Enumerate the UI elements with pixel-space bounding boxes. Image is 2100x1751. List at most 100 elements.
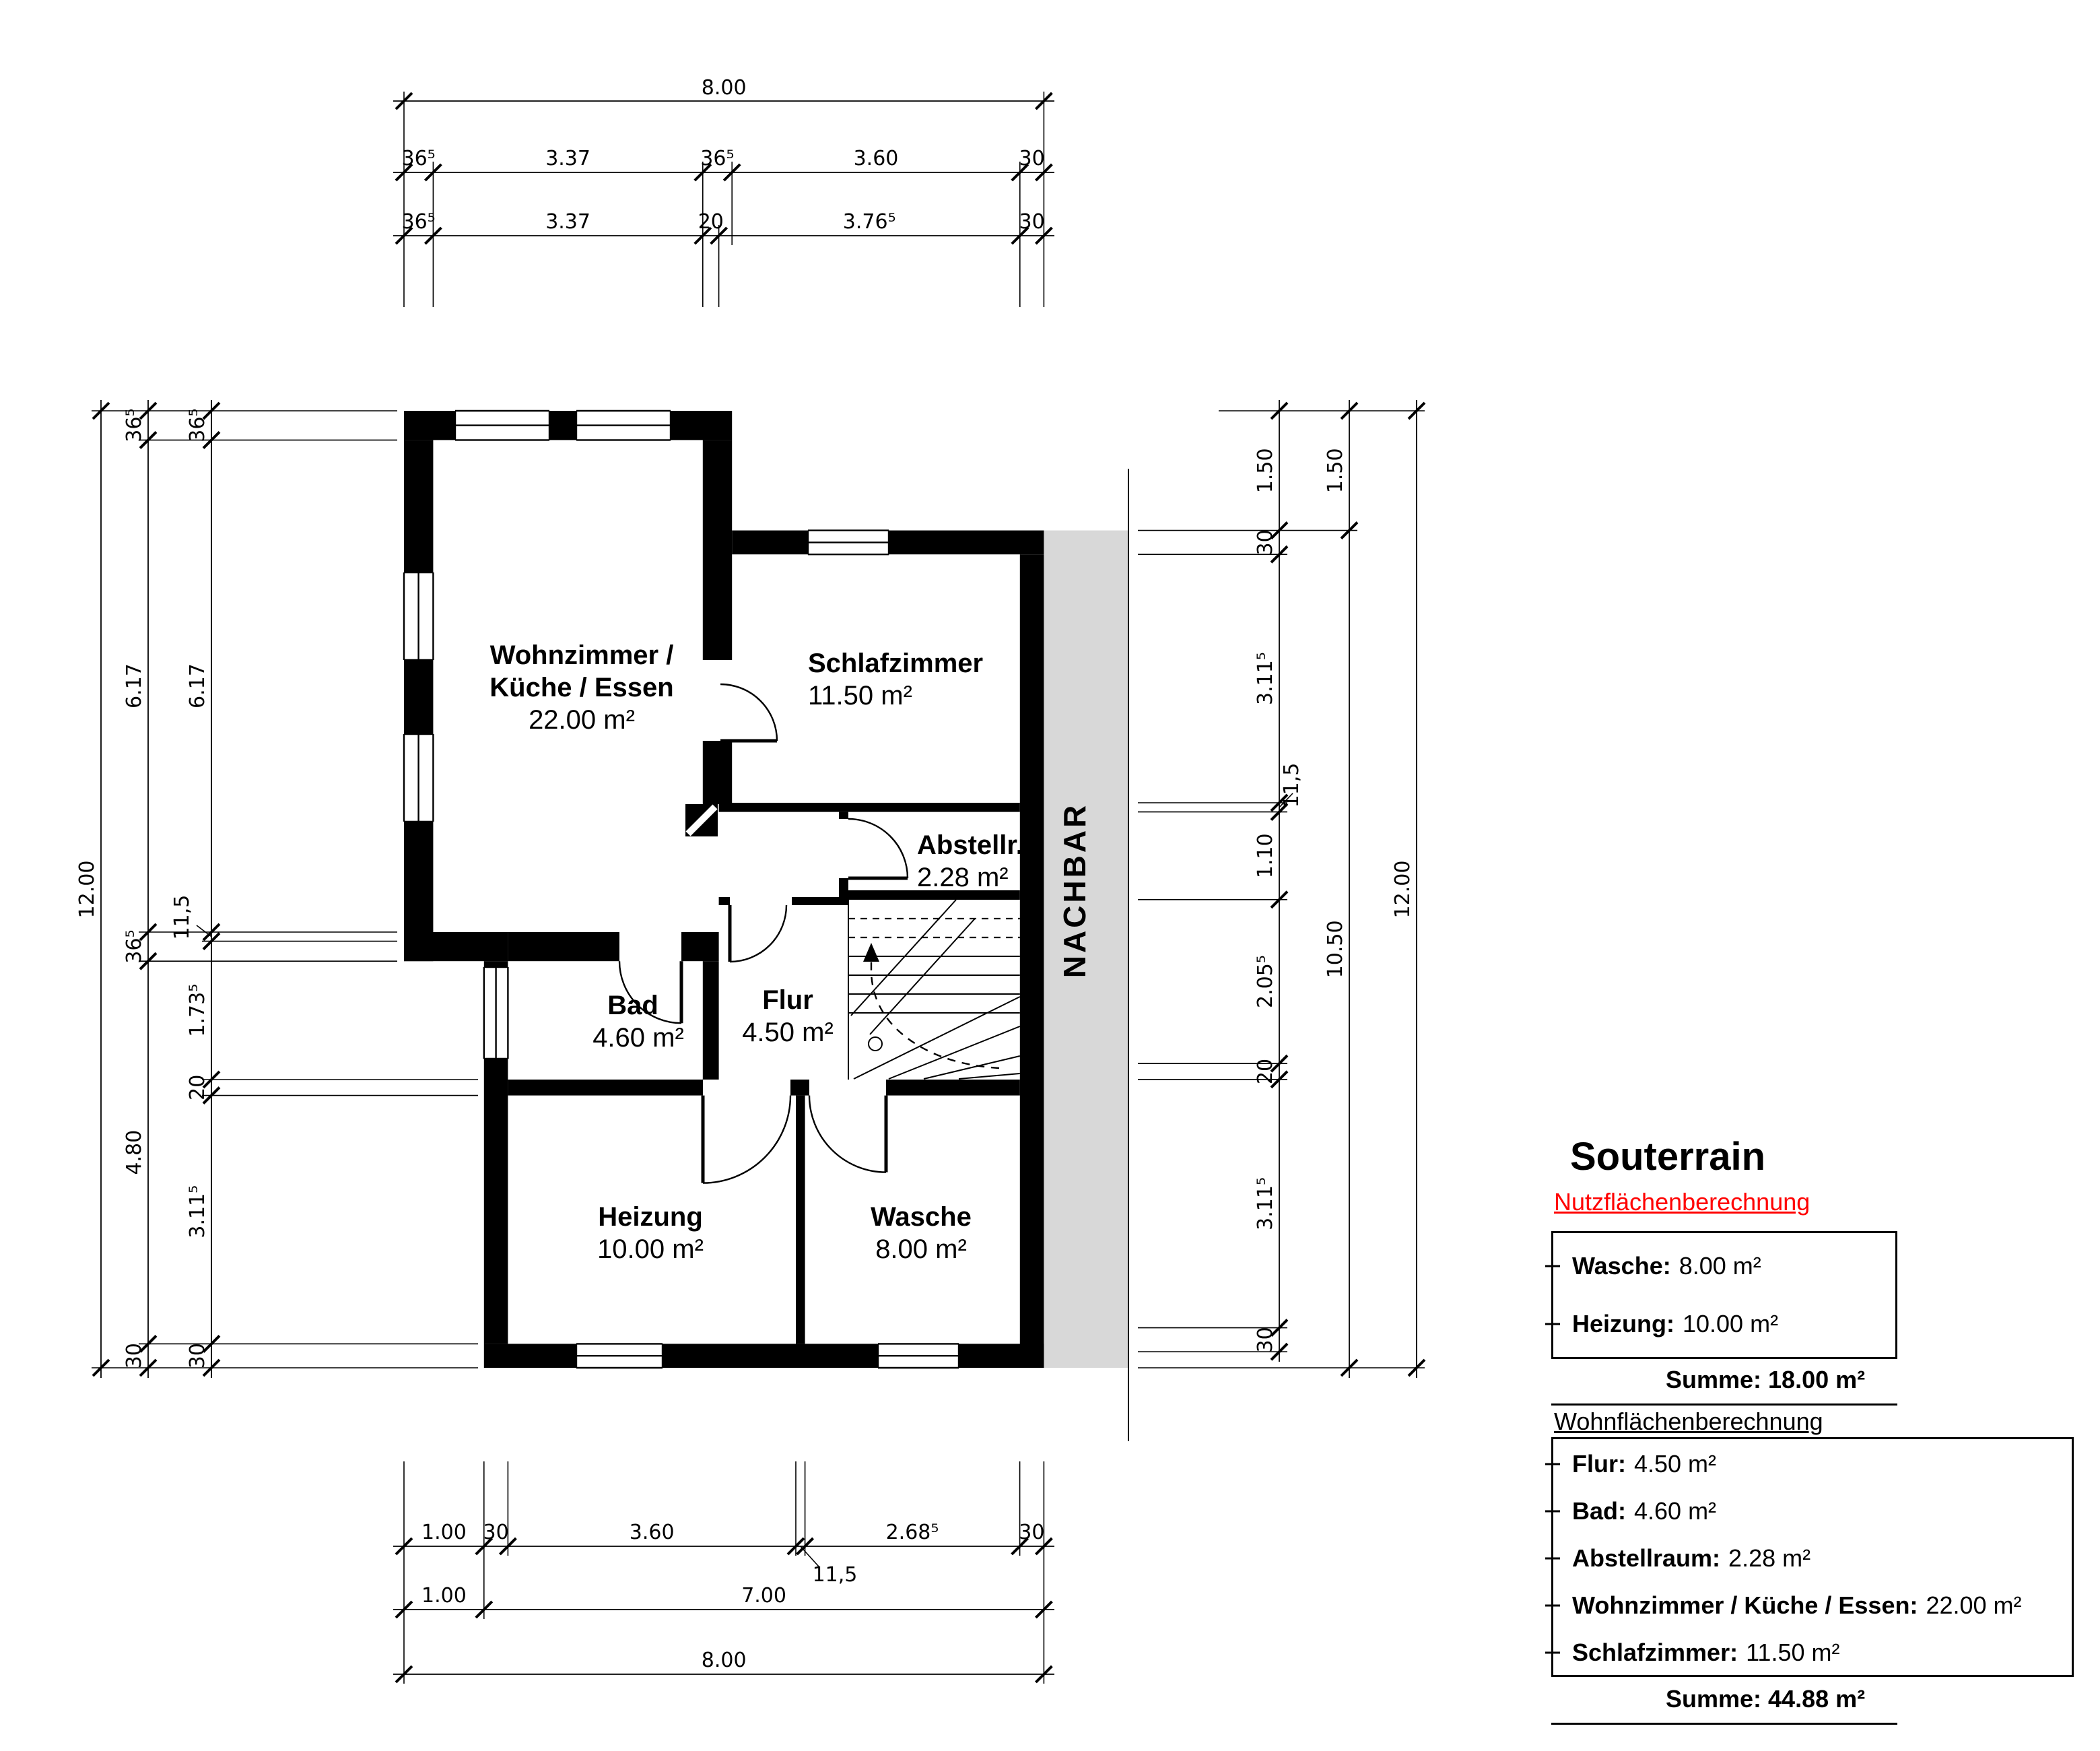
item-tick-mark <box>1545 1651 1560 1654</box>
ticks-right-total <box>1407 401 1426 1377</box>
room-label-wohnzimmer-line2: Küche / Essen <box>489 673 673 702</box>
dim-label: 30 <box>186 1343 209 1368</box>
dim-label: 6.17 <box>123 663 146 708</box>
ticks-top-row2 <box>395 226 1053 245</box>
dim-label: 3.76⁵ <box>843 210 896 234</box>
nachbar-label: NACHBAR <box>1057 803 1092 979</box>
legend-item-row: Wasche: 8.00 m² <box>1545 1237 1895 1295</box>
item-tick-mark <box>1545 1323 1560 1325</box>
dim-label: 8.00 <box>702 1649 747 1672</box>
wohnflaeche-summe: Summe: 44.88 m² <box>1551 1685 1897 1725</box>
window-wasche <box>877 1343 960 1369</box>
dim-label: 10.50 <box>1324 920 1347 978</box>
stair-start-circle <box>868 1036 883 1051</box>
item-tick-mark <box>1545 1557 1560 1560</box>
chimney-icon <box>685 804 718 836</box>
item-tick-mark <box>1545 1604 1560 1607</box>
dim-label: 3.11⁵ <box>1254 652 1277 705</box>
dimension-labels-left: 12.00 36⁵ 6.17 36⁵ 4.80 30 36⁵ 6.17 11,5… <box>75 408 209 1368</box>
doors <box>618 683 909 1184</box>
dimension-lines <box>100 100 1417 1675</box>
ticks-left-total <box>92 401 110 1377</box>
dim-label: 30 <box>1019 147 1045 170</box>
room-label-wasche: Wasche <box>871 1202 972 1232</box>
item-value: 8.00 m² <box>1679 1252 1761 1280</box>
dim-label: 30 <box>1254 1327 1277 1352</box>
ticks-top-total <box>395 92 1053 110</box>
interior-walls <box>508 440 1020 1344</box>
dim-label: 3.11⁵ <box>1254 1177 1277 1230</box>
room-area-schlafzimmer: 11.50 m² <box>808 681 912 711</box>
staircase <box>848 899 1021 1080</box>
ext-bottom <box>403 1461 1045 1684</box>
dim-label: 3.37 <box>545 147 590 170</box>
item-label: Wasche: <box>1572 1252 1671 1280</box>
dim-label: 36⁵ <box>700 147 734 170</box>
nachbar-area: NACHBAR <box>1044 469 1129 1441</box>
dim-label: 3.11⁵ <box>186 1185 209 1238</box>
dim-label: 11,5 <box>813 1563 858 1587</box>
window-wohnzimmer-left-1 <box>403 571 434 661</box>
item-label: Flur: <box>1572 1450 1626 1478</box>
dim-label: 1.00 <box>421 1521 467 1544</box>
room-label-schlafzimmer: Schlafzimmer <box>808 649 983 678</box>
item-tick-mark <box>1545 1510 1560 1513</box>
dim-lines-top <box>393 100 1054 236</box>
room-label-heizung: Heizung <box>598 1202 703 1232</box>
item-tick-mark <box>1545 1463 1560 1465</box>
nachbar-strip <box>1044 530 1128 1368</box>
item-tick-mark <box>1545 1265 1560 1267</box>
dim-label: 1.50 <box>1254 448 1277 493</box>
dim-label: 20 <box>186 1075 209 1100</box>
nutzflaeche-summe: Summe: 18.00 m² <box>1551 1366 1897 1406</box>
ticks-bottom-total <box>395 1665 1053 1684</box>
door-schlafzimmer <box>720 683 778 743</box>
stair-direction-arrow <box>863 943 879 962</box>
item-value: 10.00 m² <box>1682 1310 1779 1337</box>
dim-label: 4.80 <box>123 1130 146 1175</box>
dim-lines-bottom <box>393 1546 1054 1675</box>
dimension-labels-top: 8.00 36⁵ 3.37 36⁵ 3.60 30 36⁵ 3.37 20 3.… <box>401 76 1044 234</box>
room-area-abstellraum: 2.28 m² <box>917 863 1009 892</box>
room-area-flur: 4.50 m² <box>742 1018 834 1047</box>
dim-label: 36⁵ <box>186 408 209 442</box>
dimension-ticks <box>92 92 1426 1684</box>
dim-label: 6.17 <box>186 663 209 708</box>
door-heizung <box>701 1095 792 1184</box>
windows <box>403 409 960 1369</box>
ext-top <box>403 92 1045 307</box>
window-wohnzimmer-top-1 <box>454 409 551 441</box>
item-value: 4.50 m² <box>1633 1450 1717 1478</box>
ext-right <box>1138 410 1425 1368</box>
door-wasche <box>808 1095 888 1173</box>
dim-label: 36⁵ <box>123 408 146 442</box>
room-area-wohnzimmer: 22.00 m² <box>529 705 635 735</box>
door-bad <box>618 961 683 1024</box>
nutzflaeche-heading: Nutzflächenberechnung <box>1554 1188 1810 1216</box>
legend-item-row: Wohnzimmer / Küche / Essen: 22.00 m² <box>1545 1582 2072 1629</box>
summe-text: Summe: 18.00 m² <box>1666 1366 1866 1393</box>
ticks-bottom-row2 <box>395 1600 1053 1619</box>
stair-cut-line <box>850 899 976 1035</box>
dim-lines-left <box>100 400 212 1378</box>
item-label: Wohnzimmer / Küche / Essen: <box>1572 1591 1918 1619</box>
legend-item-row: Heizung: 10.00 m² <box>1545 1295 1895 1353</box>
stair-winder-treads <box>853 996 1021 1080</box>
item-value: 11.50 m² <box>1746 1639 1840 1666</box>
dim-label: 1.00 <box>421 1584 467 1608</box>
room-label-flur: Flur <box>762 985 813 1015</box>
stair-treads-above-cut <box>848 917 1020 939</box>
dim-label: 30 <box>1019 1521 1044 1544</box>
dim-label: 11,5 <box>1280 763 1303 808</box>
dim-label: 30 <box>483 1521 509 1544</box>
item-label: Heizung: <box>1572 1310 1674 1337</box>
wohnflaeche-box: Flur: 4.50 m² Bad: 4.60 m² Abstellraum: … <box>1545 1437 2074 1677</box>
dimension-extension-lines <box>92 92 1425 1684</box>
legend-item-row: Bad: 4.60 m² <box>1545 1488 2072 1535</box>
dim-label: 8.00 <box>702 76 747 100</box>
room-area-heizung: 10.00 m² <box>597 1234 704 1264</box>
dim-label: 3.60 <box>854 147 899 170</box>
legend-title: Souterrain <box>1570 1135 1766 1179</box>
